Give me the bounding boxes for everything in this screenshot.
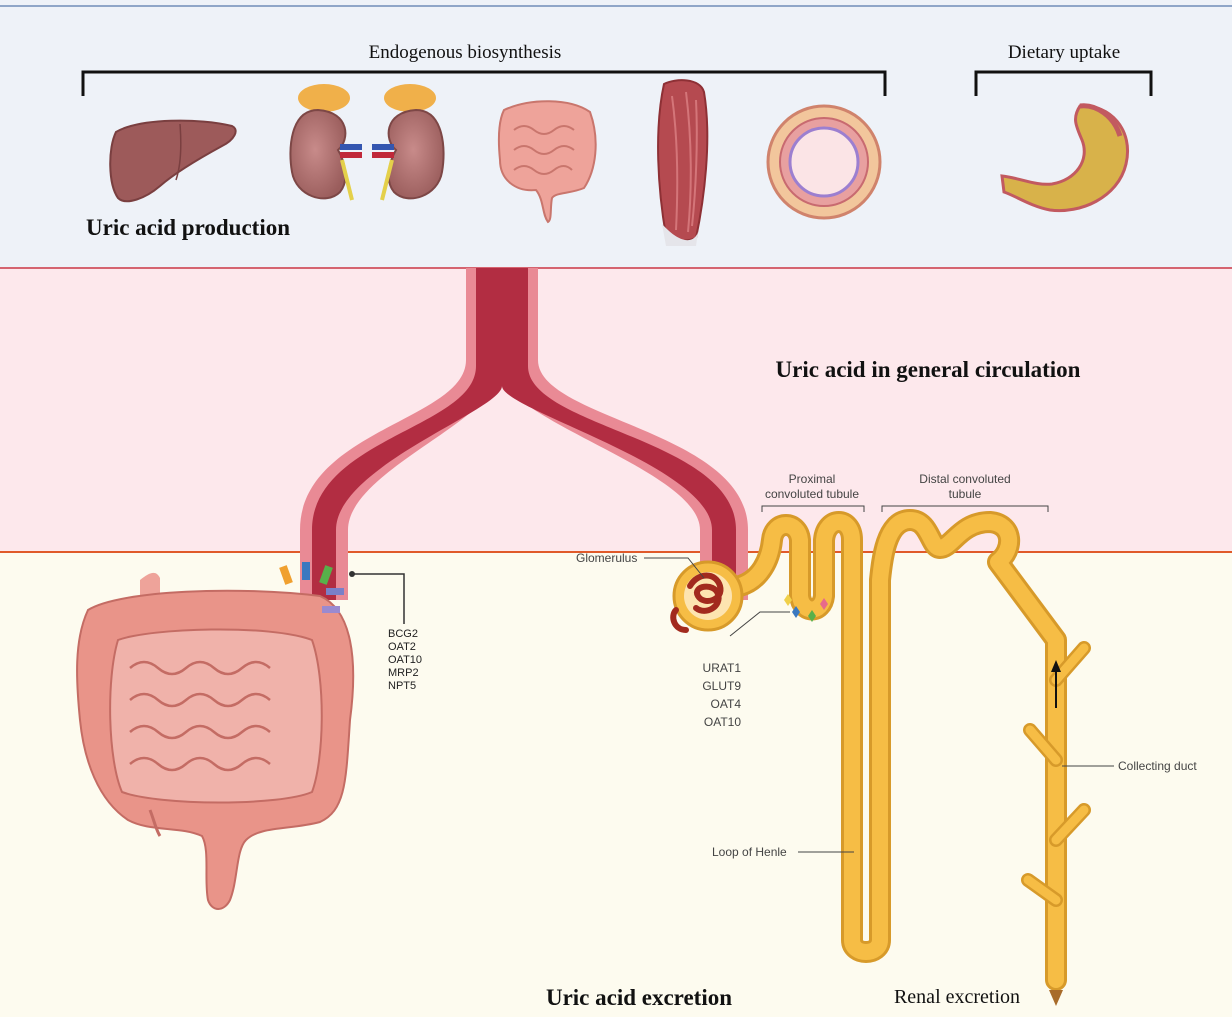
- transporter-oat10: OAT10: [388, 654, 422, 666]
- endogenous-label: Endogenous biosynthesis: [369, 42, 562, 63]
- circulation-title: Uric acid in general circulation: [776, 357, 1081, 382]
- proximal-label-line2: convoluted tubule: [765, 487, 859, 501]
- production-title: Uric acid production: [86, 215, 290, 240]
- transporter-glut9: GLUT9: [702, 679, 741, 693]
- transporter-bcg2: BCG2: [388, 628, 418, 640]
- transporter-urat1: URAT1: [703, 661, 742, 675]
- transporter-oat10-renal: OAT10: [704, 715, 741, 729]
- transporter-oat2: OAT2: [388, 641, 416, 653]
- excretion-title: Uric acid excretion: [546, 985, 732, 1010]
- dietary-label: Dietary uptake: [1008, 42, 1120, 63]
- glomerulus-label: Glomerulus: [576, 551, 637, 565]
- distal-label-line1: Distal convoluted: [919, 472, 1010, 486]
- distal-label-line2: tubule: [949, 487, 982, 501]
- transporter-mrp2: MRP2: [388, 667, 419, 679]
- renal-excretion-label: Renal excretion: [894, 986, 1020, 1008]
- callout-dot: [349, 571, 355, 577]
- blood-vessel-illustration: [768, 106, 880, 218]
- transporter-oat4: OAT4: [711, 697, 742, 711]
- circulation-band: [0, 268, 1232, 552]
- loop-of-henle-label: Loop of Henle: [712, 845, 787, 859]
- transporter-npt5: NPT5: [388, 680, 416, 692]
- collecting-duct-label: Collecting duct: [1118, 759, 1197, 773]
- muscle-illustration: [658, 80, 707, 246]
- proximal-label-line1: Proximal: [789, 472, 836, 486]
